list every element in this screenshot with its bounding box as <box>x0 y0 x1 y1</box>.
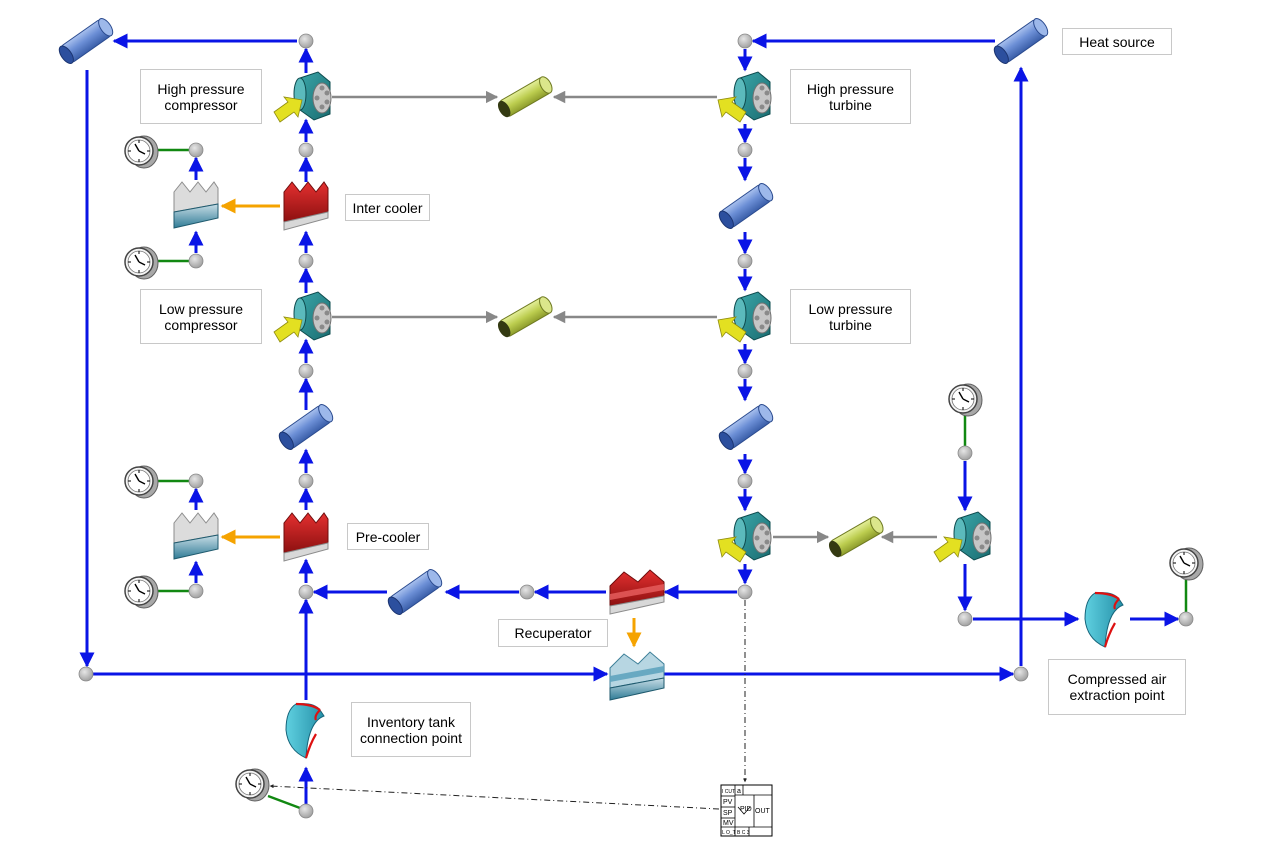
lp-compressor-icon[interactable] <box>273 291 332 343</box>
node-icon[interactable] <box>298 473 314 489</box>
pre-cooler-water-icon[interactable] <box>173 512 219 560</box>
third-turbine-icon[interactable] <box>717 511 772 563</box>
gauge-icon[interactable] <box>124 465 159 499</box>
shaft-icon[interactable] <box>825 514 887 560</box>
extraction-compressor-icon[interactable] <box>933 511 992 563</box>
pipe-icon[interactable] <box>716 401 776 453</box>
nodes <box>78 33 1194 819</box>
compressed-air-boundary-icon[interactable] <box>1083 591 1125 649</box>
hp-compressor-label: High pressure compressor <box>140 69 262 124</box>
node-icon[interactable] <box>78 666 94 682</box>
inter-cooler-water-icon[interactable] <box>173 181 219 229</box>
inter-cooler-label: Inter cooler <box>345 194 430 221</box>
node-icon[interactable] <box>188 473 204 489</box>
shaft-icon[interactable] <box>494 74 556 120</box>
node-icon[interactable] <box>737 33 753 49</box>
node-icon[interactable] <box>298 584 314 600</box>
pid-row-pv: PV <box>723 799 733 806</box>
heat-source-label: Heat source <box>1062 28 1172 55</box>
inter-cooler-hx-icon[interactable] <box>283 181 329 231</box>
node-icon[interactable] <box>1013 666 1029 682</box>
gauge-icon[interactable] <box>124 135 159 169</box>
node-icon[interactable] <box>188 253 204 269</box>
control-lines <box>269 600 747 810</box>
node-icon[interactable] <box>737 584 753 600</box>
node-icon[interactable] <box>298 253 314 269</box>
pipe-icon[interactable] <box>56 15 116 67</box>
lp-turbine-icon[interactable] <box>717 291 772 343</box>
hp-turbine-icon[interactable] <box>717 71 772 123</box>
pid-row-mv: MV <box>723 820 734 827</box>
gauge-icon[interactable] <box>1169 547 1204 581</box>
control-line <box>269 784 720 810</box>
pid-top-left: I CUT <box>722 789 735 795</box>
pre-cooler-label: Pre-cooler <box>347 523 429 550</box>
recuperator-hot-icon[interactable] <box>609 569 665 615</box>
inventory-tank-boundary-icon[interactable] <box>284 702 326 760</box>
pid-output: OUT <box>755 808 771 815</box>
node-icon[interactable] <box>737 363 753 379</box>
node-icon[interactable] <box>737 142 753 158</box>
gauge-icon[interactable] <box>124 246 159 280</box>
pipe-icon[interactable] <box>385 566 445 618</box>
pid-row-sp: SP <box>723 810 733 817</box>
heat-lines <box>220 198 642 648</box>
node-icon[interactable] <box>519 584 535 600</box>
node-icon[interactable] <box>298 142 314 158</box>
pipe-icon[interactable] <box>716 180 776 232</box>
recuperator-label: Recuperator <box>498 619 608 647</box>
pid-bottom-right: B C 3 <box>737 830 750 836</box>
shaft-icon[interactable] <box>494 294 556 340</box>
signal-lines <box>155 148 1188 810</box>
compressed-air-label: Compressed air extraction point <box>1048 659 1186 715</box>
node-icon[interactable] <box>298 363 314 379</box>
node-icon[interactable] <box>737 253 753 269</box>
lp-compressor-label: Low pressure compressor <box>140 289 262 344</box>
pipe-icon[interactable] <box>991 15 1051 67</box>
pid-bottom-left: L O_T <box>722 830 736 836</box>
hp-compressor-icon[interactable] <box>273 71 332 123</box>
pid-center: PID <box>740 806 752 813</box>
gauge-icon[interactable] <box>235 768 270 802</box>
node-icon[interactable] <box>188 142 204 158</box>
node-icon[interactable] <box>1178 611 1194 627</box>
inventory-tank-label: Inventory tank connection point <box>351 702 471 757</box>
node-icon[interactable] <box>957 445 973 461</box>
flow-lines <box>79 33 1180 806</box>
pre-cooler-hx-icon[interactable] <box>283 512 329 562</box>
node-icon[interactable] <box>188 583 204 599</box>
signal-line <box>267 794 301 810</box>
node-icon[interactable] <box>737 473 753 489</box>
node-icon[interactable] <box>298 33 314 49</box>
node-icon[interactable] <box>298 803 314 819</box>
pid-controller-icon[interactable]: I CUT a PV SP MV PID OUT L O_T B C 3 <box>720 784 773 837</box>
recuperator-cold-icon[interactable] <box>609 651 665 701</box>
shaft-lines <box>332 90 937 544</box>
lp-turbine-label: Low pressure turbine <box>790 289 911 344</box>
pid-top-num: a <box>737 788 741 795</box>
gauge-icon[interactable] <box>948 383 983 417</box>
gauge-icon[interactable] <box>124 575 159 609</box>
hp-turbine-label: High pressure turbine <box>790 69 911 124</box>
node-icon[interactable] <box>957 611 973 627</box>
